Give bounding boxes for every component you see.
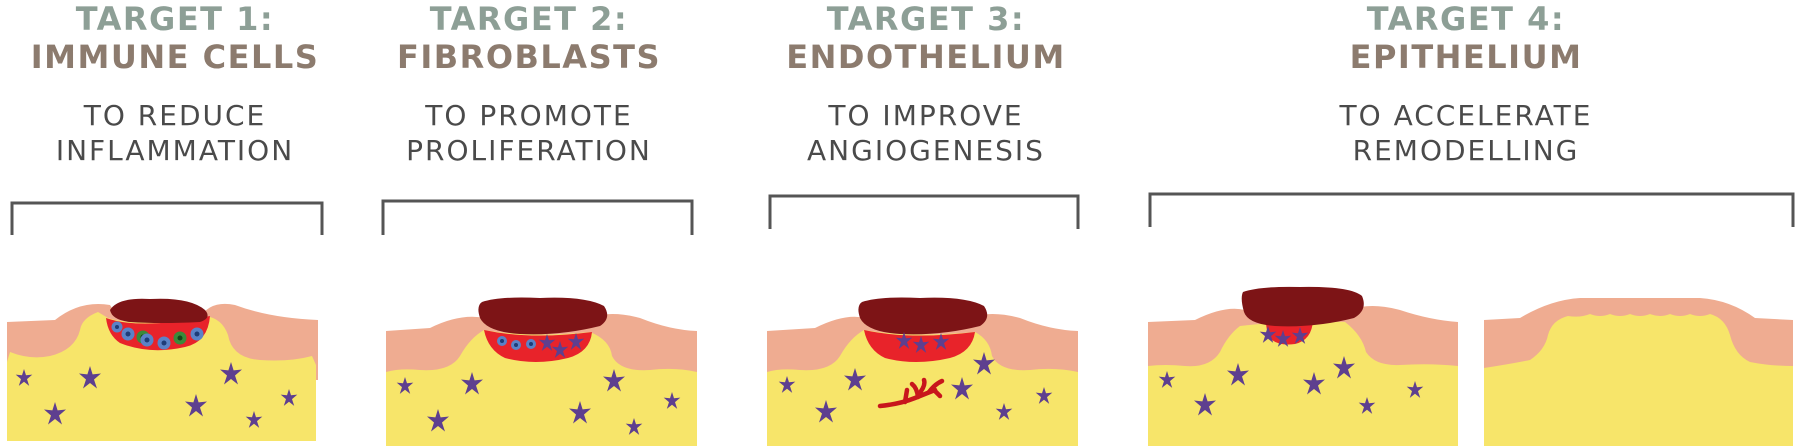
scab: [1241, 286, 1364, 327]
skin-panel-4b: [1484, 298, 1793, 446]
bracket-2: [381, 199, 694, 235]
target-1-goal-line-1: TO REDUCE: [83, 99, 267, 132]
scab: [110, 298, 208, 323]
immune-cell-cluster: [497, 336, 536, 350]
target-2-goal-line-2: PROLIFERATION: [406, 134, 652, 167]
target-4-label: TARGET 4:: [1366, 0, 1566, 38]
target-3-goal-line-2: ANGIOGENESIS: [807, 134, 1045, 167]
target-2-name: FIBROBLASTS: [397, 38, 661, 76]
target-2-goal-line-1: TO PROMOTE: [425, 99, 633, 132]
skin-panel-3: [767, 297, 1078, 446]
target-4-goal-line-2: REMODELLING: [1352, 134, 1580, 167]
target-2-header: TARGET 2: FIBROBLASTS TO PROMOTE PROLIFE…: [369, 0, 689, 168]
bracket-4: [1148, 192, 1795, 227]
scab: [858, 297, 988, 335]
dermis: [1484, 314, 1793, 446]
skin-panel-4a: [1148, 286, 1458, 446]
skin-panel-2: [386, 297, 697, 446]
target-3-label: TARGET 3:: [826, 0, 1026, 38]
target-3-header: TARGET 3: ENDOTHELIUM TO IMPROVE ANGIOGE…: [766, 0, 1086, 168]
target-4-goal-line-1: TO ACCELERATE: [1339, 99, 1593, 132]
target-4-header: TARGET 4: EPITHELIUM TO ACCELERATE REMOD…: [1306, 0, 1626, 168]
skin-panel-1: [7, 298, 318, 441]
target-1-header: TARGET 1: IMMUNE CELLS TO REDUCE INFLAMM…: [15, 0, 335, 168]
wound-bed: [484, 330, 592, 362]
target-4-name: EPITHELIUM: [1349, 38, 1583, 76]
dermis: [386, 330, 697, 446]
immune-cell-cluster: [111, 321, 204, 350]
target-3-goal-line-1: TO IMPROVE: [828, 99, 1024, 132]
target-1-name: IMMUNE CELLS: [30, 38, 320, 76]
target-2-label: TARGET 2:: [429, 0, 629, 38]
blood-vessel-sprout: [877, 377, 945, 409]
dermis: [7, 312, 316, 441]
target-3-name: ENDOTHELIUM: [786, 38, 1066, 76]
target-1-goal-line-2: INFLAMMATION: [55, 134, 295, 167]
bracket-3: [768, 194, 1080, 229]
target-1-label: TARGET 1:: [75, 0, 275, 38]
scab: [478, 297, 608, 335]
dermis: [1148, 321, 1458, 446]
bracket-1: [10, 201, 324, 235]
